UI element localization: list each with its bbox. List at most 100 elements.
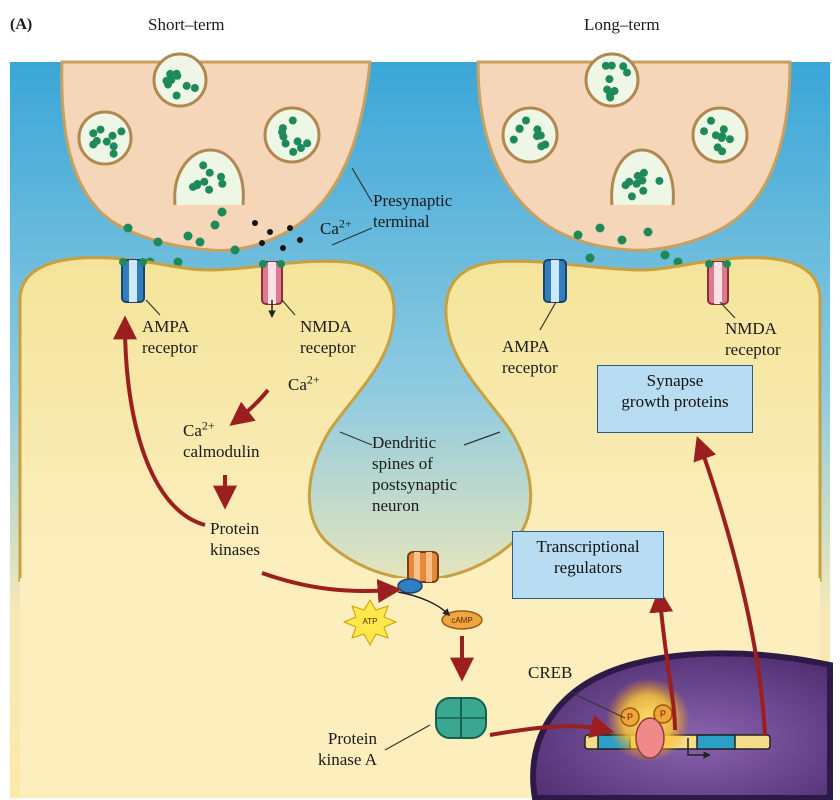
vesicle-dot <box>218 179 227 188</box>
panel-letter: (A) <box>10 16 33 33</box>
ampa-left-line2: receptor <box>142 338 198 357</box>
dendritic-line2: spines of <box>372 454 433 473</box>
camp-label: cAMP <box>451 616 473 625</box>
released-neurotransmitter-dot <box>217 207 227 217</box>
vesicle-dot <box>639 168 648 177</box>
protein-kinase-a <box>435 697 487 739</box>
vesicle-dot <box>108 131 117 140</box>
vesicles-left <box>77 52 321 206</box>
vesicle-dot <box>533 132 541 141</box>
neurotransmitter-dots <box>89 61 734 267</box>
transcriptional-regulators-box: Transcriptional regulators <box>512 531 664 599</box>
vesicle-dot <box>303 139 312 148</box>
released-neurotransmitter-dot <box>573 230 583 240</box>
adenylyl-cyclase <box>397 551 439 594</box>
vesicle-dot <box>627 192 636 201</box>
vesicle-dot <box>515 124 524 133</box>
thin-arrows <box>268 300 711 759</box>
vesicle-dot <box>96 125 105 134</box>
released-neurotransmitter-dot <box>153 237 163 247</box>
header-long-term: Long–term <box>584 15 660 34</box>
vesicle-dot <box>607 61 616 70</box>
vesicle-dot <box>639 186 648 195</box>
vesicle-dot <box>109 142 118 151</box>
vesicle-dot <box>606 93 615 102</box>
vesicle-dot <box>621 181 630 190</box>
vesicle-dot <box>603 85 612 94</box>
vesicle-dot <box>205 185 214 194</box>
vesicle-dot <box>297 144 305 152</box>
creb-complex <box>620 704 673 759</box>
nmda-left-line1: NMDA <box>300 317 352 336</box>
ca-top-sup: 2+ <box>338 216 352 231</box>
presynaptic-line1: Presynaptic <box>373 191 453 210</box>
vesicle-dot <box>102 137 111 146</box>
protein-kinases-label: Protein kinases <box>210 518 260 560</box>
vesicle-dot <box>605 75 614 84</box>
creb-label: CREB <box>528 663 573 682</box>
ampa-left-label: AMPA receptor <box>142 316 198 358</box>
vesicle-dot <box>719 125 728 134</box>
vesicle-dot <box>117 127 126 136</box>
vesicle-dot <box>279 132 288 141</box>
vesicle-dot <box>193 180 202 188</box>
vesicle-dot <box>707 116 715 125</box>
presynaptic-terminal-label: Presynaptic terminal <box>373 190 452 232</box>
ampa-right-line2: receptor <box>502 358 558 377</box>
released-neurotransmitter-dot <box>617 235 627 245</box>
released-neurotransmitter-dot <box>230 245 240 255</box>
vesicle-dot <box>533 125 542 134</box>
signaling-arrows <box>113 315 767 738</box>
vesicle-dot <box>633 171 642 180</box>
ca-calmodulin-line2: calmodulin <box>183 442 260 461</box>
nmda-left-line2: receptor <box>300 338 356 357</box>
dendritic-line4: neuron <box>372 496 420 515</box>
vesicle-dot <box>713 143 722 152</box>
ca-mid-text: Ca <box>288 375 307 394</box>
synapse-growth-line2: growth proteins <box>621 392 729 411</box>
ampa-right-label: AMPA receptor <box>502 336 558 378</box>
camp-oval <box>441 610 483 630</box>
nmda-receptor-right <box>705 260 731 305</box>
vesicle-dot <box>278 124 287 133</box>
phosphate-2-label: P <box>659 709 666 719</box>
vesicle-dot <box>89 129 98 138</box>
vesicle-dot <box>619 62 628 71</box>
released-neurotransmitter-dot <box>643 227 653 237</box>
nmda-receptor-left <box>259 260 285 305</box>
vesicle-dot <box>293 137 302 146</box>
phosphate-1-label: P <box>626 712 633 722</box>
vesicle-dot <box>522 116 530 125</box>
vesicle-dot <box>288 116 297 125</box>
dendritic-line3: postsynaptic <box>372 475 457 494</box>
vesicle-dot <box>289 147 298 156</box>
vesicle-dot <box>623 68 631 77</box>
vesicle-dot <box>172 69 181 78</box>
vesicle-dot <box>601 61 610 70</box>
released-neurotransmitter-dot <box>210 220 220 230</box>
vesicle-dot <box>509 135 518 144</box>
pka-line2: kinase A <box>318 750 378 769</box>
protein-kinase-a-label: Protein kinase A <box>318 728 377 770</box>
vesicle-dot <box>217 172 225 181</box>
vesicle-dot <box>172 91 181 100</box>
ca-calmodulin-label: Ca2+ calmodulin <box>183 419 260 462</box>
ca-top-text: Ca <box>320 219 339 238</box>
ampa-receptor-right <box>543 259 567 303</box>
vesicle-dot <box>166 69 175 78</box>
released-neurotransmitter-dot <box>595 223 605 233</box>
vesicle-dot <box>711 131 720 140</box>
atp-label: ATP <box>362 617 378 626</box>
vesicle-dot <box>200 177 209 186</box>
ca-calmodulin-ca: Ca <box>183 421 202 440</box>
transcriptional-line1: Transcriptional <box>536 537 640 556</box>
dendritic-line1: Dendritic <box>372 433 437 452</box>
leader-lines <box>145 167 736 751</box>
vesicle-dot <box>109 149 118 158</box>
synapse-growth-proteins-box: Synapse growth proteins <box>597 365 753 433</box>
dendritic-spines-label: Dendritic spines of postsynaptic neuron <box>372 432 457 516</box>
vesicle-dot <box>632 179 641 188</box>
released-neurotransmitter-dot <box>195 237 205 247</box>
ampa-left-line1: AMPA <box>142 317 190 336</box>
vesicle-dot <box>718 132 727 141</box>
